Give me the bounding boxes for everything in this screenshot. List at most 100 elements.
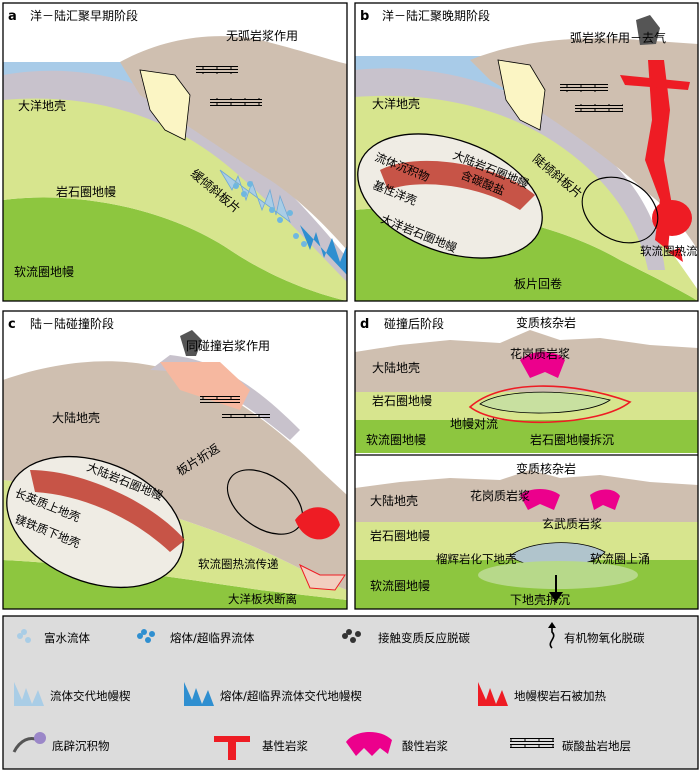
accretionary-wedge <box>139 69 191 141</box>
panel-c-letter: c <box>8 317 16 332</box>
label-core-complex: 变质核杂岩 <box>516 461 576 476</box>
legend-label: 富水流体 <box>44 631 90 645</box>
heated-mantle <box>652 200 692 236</box>
label-oceanic-crust: 大洋地壳 <box>18 98 66 113</box>
water-fluid-icon <box>17 629 31 643</box>
zoom-source-ellipse <box>581 176 659 244</box>
label-lith-mantle: 岩石圈地幔 <box>56 184 116 199</box>
label-lith-mantle: 岩石圈地幔 <box>372 393 432 408</box>
legend-label: 熔体/超临界流体交代地幔楔 <box>220 689 362 703</box>
convection-loop <box>468 385 632 424</box>
delamination-arrowhead <box>549 592 563 602</box>
asthenosphere <box>3 197 347 301</box>
legend-label: 熔体/超临界流体 <box>170 631 255 645</box>
zoom-red-band <box>30 470 185 552</box>
label-asth-heat: 软流圈热流传递 <box>640 244 700 258</box>
legend-label: 有机物氧化脱碳 <box>564 631 645 645</box>
acid-magma <box>590 489 620 510</box>
panel-b-frame <box>354 2 699 302</box>
continental-crust <box>3 361 347 590</box>
label-delamination: 岩石圈地幔拆沉 <box>530 432 614 447</box>
fluid-drops <box>233 181 307 247</box>
panel-b-letter: b <box>360 9 369 24</box>
acid-magma <box>520 489 560 510</box>
panel-a-frame <box>2 2 348 302</box>
panel-c-title: 陆－陆碰撞阶段 <box>30 316 114 331</box>
legend-label: 接触变质反应脱碳 <box>378 631 470 645</box>
label-cont-crust: 大陆地壳 <box>372 360 420 375</box>
panel-d-upper: 碰撞后阶段 d 碰撞后阶段 变质核杂岩 花岗质岩浆 大陆地壳 岩石圈地幔 地幔对… <box>355 311 698 453</box>
panel-d-lower: 变质核杂岩 花岗质岩浆 大陆地壳 玄武质岩浆 岩石圈地幔 榴辉岩化下地壳 软流圈… <box>355 457 698 609</box>
asthenosphere <box>355 420 698 453</box>
carbonate-strata <box>196 66 238 74</box>
panel-d-frame <box>354 310 699 610</box>
carbonate-strata-icon <box>510 738 554 748</box>
label-convection: 地幔对流 <box>450 416 498 431</box>
delaminating-block <box>479 391 611 414</box>
label-rollback: 板片回卷 <box>514 276 562 291</box>
diapir-icon <box>12 732 46 753</box>
label-syn-collision: 同碰撞岩浆作用 <box>186 338 270 353</box>
label-asth-mantle: 软流圈地幔 <box>14 264 74 279</box>
fluid-wedge-icon <box>14 682 44 706</box>
legend-label: 碳酸盐岩地层 <box>562 739 631 753</box>
label-basaltic: 玄武质岩浆 <box>542 516 602 531</box>
label-asth-heat: 软流圈热流传递 <box>198 557 279 571</box>
carbonate-strata <box>200 395 240 403</box>
panel-b-title: 洋－陆汇聚晚期阶段 <box>382 8 490 23</box>
label-lith-mantle: 岩石圈地幔 <box>370 528 430 543</box>
label-slab-breakoff: 大洋板块断离 <box>228 592 297 606</box>
panel-c: c 陆－陆碰撞阶段 同碰撞岩浆作用 大陆地壳 板片折返 大陆岩石圈地幔 长英质上… <box>3 311 347 609</box>
label-arc: 弧岩浆作用－去气 <box>570 30 666 45</box>
label-cont-crust: 大陆地壳 <box>370 493 418 508</box>
basic-magma-sill <box>620 75 690 90</box>
label-granitic: 花岗质岩浆 <box>510 346 570 361</box>
label-core-complex: 变质核杂岩 <box>516 315 576 330</box>
panel-c-frame <box>2 310 348 610</box>
panel-a-letter: a <box>8 9 17 24</box>
panel-d-title: 碰撞后阶段 <box>384 316 444 331</box>
panel-d-letter-text: d <box>360 317 369 332</box>
legend: 富水流体 熔体/超临界流体 接触变质反应脱碳 有机物氧化脱碳 流体交代地幔楔 熔… <box>2 615 699 770</box>
carbonate-strata <box>222 412 270 420</box>
label-oceanic-crust: 大洋地壳 <box>372 96 420 111</box>
label-asth-mantle: 软流圈地幔 <box>370 578 430 593</box>
label-lower-delam: 下地壳拆沉 <box>510 592 570 607</box>
basic-magma-icon <box>214 736 250 760</box>
accretionary-wedge <box>497 59 546 131</box>
volcanic-plume <box>636 15 660 45</box>
carbonate-strata <box>560 84 608 92</box>
panel-a: a 洋－陆汇聚早期阶段 无弧岩浆作用 大洋地壳 缓倾斜板片 岩石圈地幔 软流圈地… <box>3 3 347 301</box>
legend-label: 基性岩浆 <box>262 739 308 753</box>
heat-arrow <box>668 248 683 262</box>
heated-wedge-icon <box>478 682 508 706</box>
label-upwelling: 软流圈上涌 <box>590 552 650 566</box>
lithospheric-mantle <box>3 91 347 301</box>
melt-wedge <box>300 225 347 275</box>
volcanic-plume <box>180 330 202 356</box>
carbonate-strata <box>210 98 262 106</box>
organic-oxidation-icon <box>548 622 556 649</box>
melt-wedge-icon <box>184 682 214 706</box>
legend-label: 地幔楔岩石被加热 <box>514 689 606 703</box>
legend-label: 流体交代地幔楔 <box>50 689 131 703</box>
panel-a-title: 洋－陆汇聚早期阶段 <box>30 8 138 23</box>
label-eclogite: 榴辉岩化下地壳 <box>436 552 517 566</box>
lithospheric-mantle <box>355 520 698 560</box>
detached-slab <box>298 563 346 591</box>
melt-fluid-icon <box>137 629 155 643</box>
carbonate-strata <box>575 104 623 112</box>
zoom-red-band <box>380 160 535 210</box>
legend-label: 底辟沉积物 <box>52 739 110 753</box>
upwelling-zone <box>478 561 638 589</box>
panel-b: b 洋－陆汇聚晚期阶段 弧岩浆作用－去气 大洋地壳 陡倾斜板片 大陆岩石圈地幔 … <box>355 3 700 301</box>
label-arc: 无弧岩浆作用 <box>226 28 298 43</box>
label-asth-mantle: 软流圈地幔 <box>366 432 426 447</box>
acid-magma <box>520 351 565 378</box>
legend-label: 酸性岩浆 <box>402 739 448 753</box>
acid-magma-icon <box>346 731 392 756</box>
decarbonation-icon <box>342 629 361 643</box>
label-cont-crust: 大陆地壳 <box>52 410 100 425</box>
heated-mantle <box>295 507 340 540</box>
